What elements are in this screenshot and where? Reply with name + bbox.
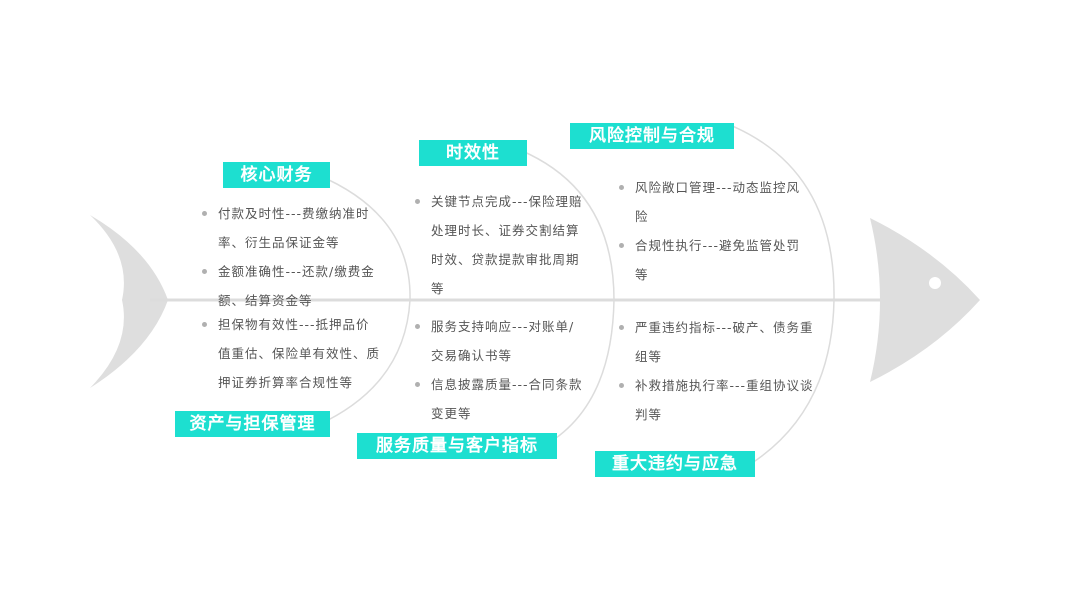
bone-arc-timeliness xyxy=(519,149,615,301)
label-risk-control: 风险控制与合规 xyxy=(570,123,734,149)
bone-arc-core-finance xyxy=(317,174,411,301)
list-timeliness: 关键节点完成---保险理赔处理时长、证券交割结算时效、贷款提款审批周期等 xyxy=(415,187,585,303)
label-asset-collateral: 资产与担保管理 xyxy=(175,411,330,437)
list-item: 补救措施执行率---重组协议谈判等 xyxy=(619,371,814,429)
fish-tail-shape xyxy=(90,215,168,388)
bone-arc-major-breach xyxy=(751,299,835,464)
list-risk-control: 风险敞口管理---动态监控风险 合规性执行---避免监管处罚等 xyxy=(619,173,801,289)
label-timeliness: 时效性 xyxy=(419,140,527,166)
list-item: 关键节点完成---保险理赔处理时长、证券交割结算时效、贷款提款审批周期等 xyxy=(415,187,585,303)
list-item: 合规性执行---避免监管处罚等 xyxy=(619,231,801,289)
list-service-quality: 服务支持响应---对账单/交易确认书等 信息披露质量---合同条款变更等 xyxy=(415,312,585,428)
list-asset-collateral: 担保物有效性---抵押品价值重估、保险单有效性、质押证券折算率合规性等 xyxy=(202,310,382,397)
list-item: 付款及时性---费缴纳准时率、衍生品保证金等 xyxy=(202,199,382,257)
list-item: 金额准确性---还款/缴费金额、结算资金等 xyxy=(202,257,382,315)
label-service-quality: 服务质量与客户指标 xyxy=(357,433,557,459)
list-item: 担保物有效性---抵押品价值重估、保险单有效性、质押证券折算率合规性等 xyxy=(202,310,382,397)
label-core-finance: 核心财务 xyxy=(223,162,330,188)
bone-arc-risk-control xyxy=(729,124,835,301)
fish-head-shape xyxy=(870,218,980,382)
list-item: 服务支持响应---对账单/交易确认书等 xyxy=(415,312,585,370)
fish-eye xyxy=(929,277,941,289)
label-major-breach: 重大违约与应急 xyxy=(595,451,755,477)
list-major-breach: 严重违约指标---破产、债务重组等 补救措施执行率---重组协议谈判等 xyxy=(619,313,814,429)
list-item: 严重违约指标---破产、债务重组等 xyxy=(619,313,814,371)
list-item: 风险敞口管理---动态监控风险 xyxy=(619,173,801,231)
list-core-finance: 付款及时性---费缴纳准时率、衍生品保证金等 金额准确性---还款/缴费金额、结… xyxy=(202,199,382,315)
list-item: 信息披露质量---合同条款变更等 xyxy=(415,370,585,428)
bone-arc-asset-collateral xyxy=(317,299,411,426)
